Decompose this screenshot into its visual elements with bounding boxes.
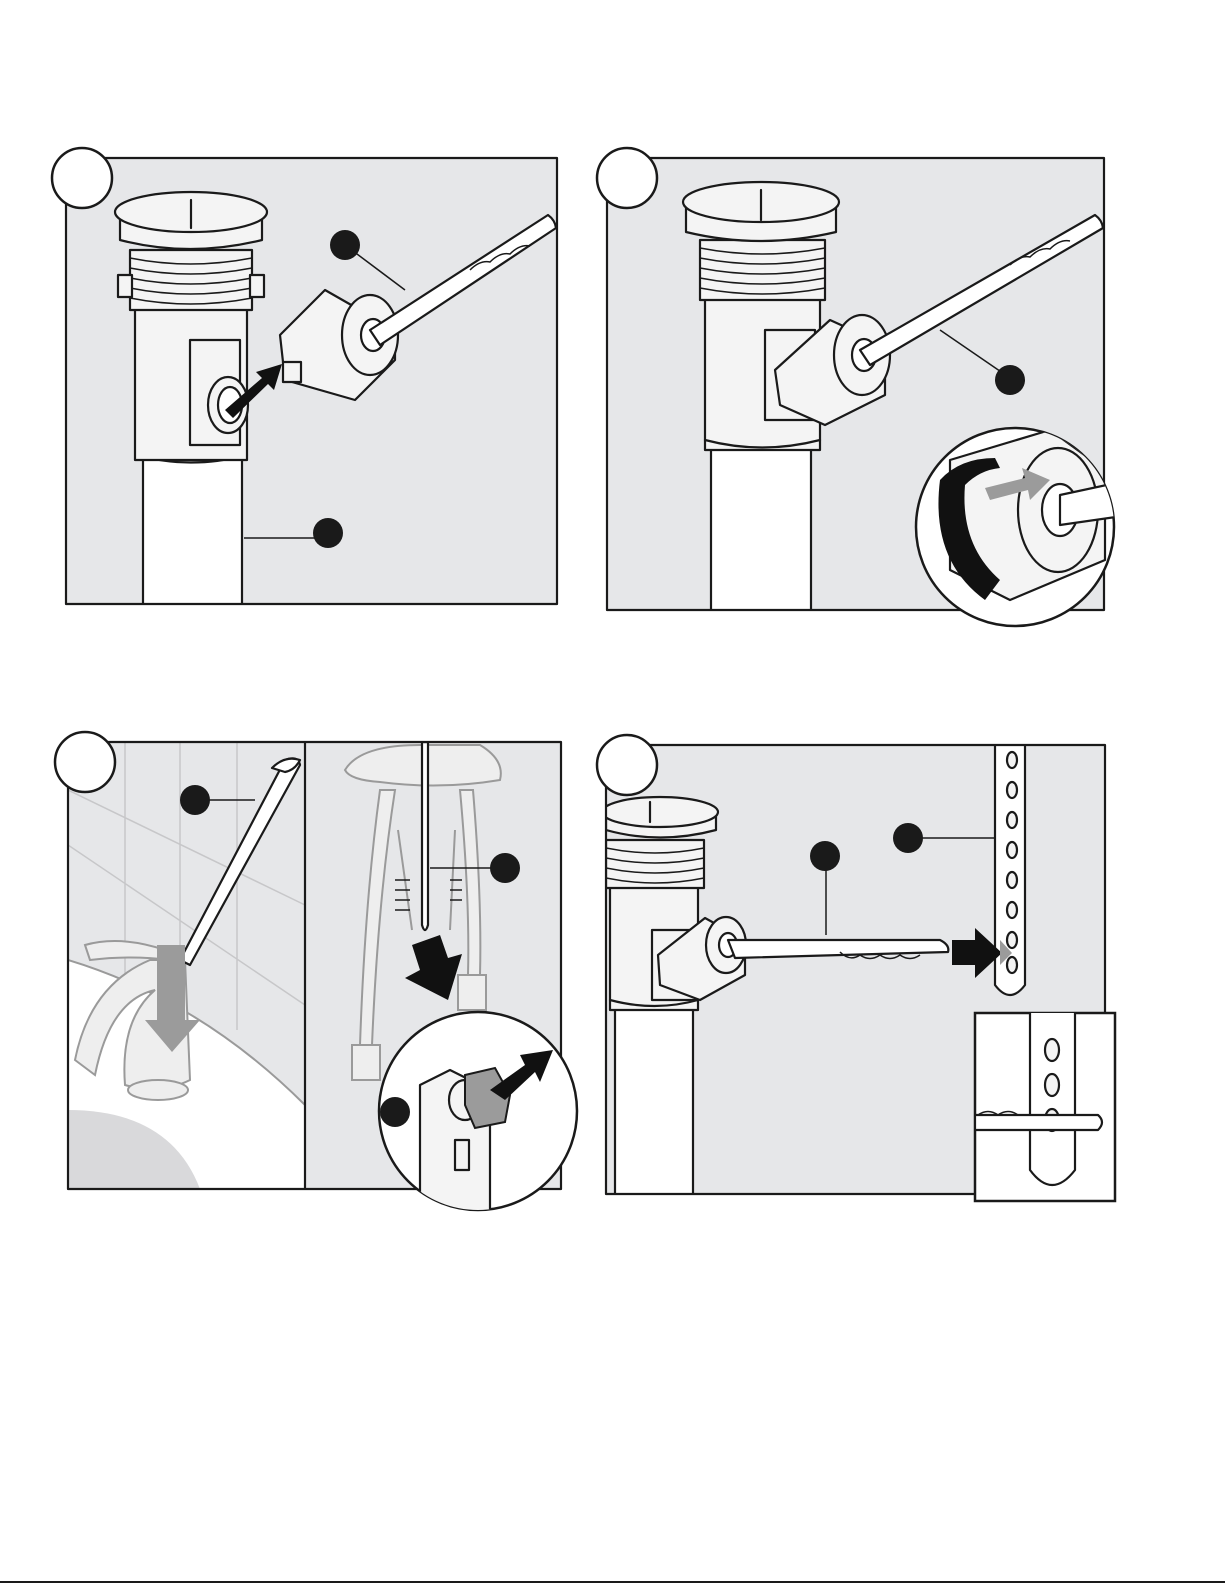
tailpiece-pipe — [143, 455, 242, 615]
tailpiece-pipe — [711, 440, 811, 620]
clevis-strap — [995, 742, 1025, 995]
drain-threads — [700, 240, 825, 300]
callout-tailpiece — [313, 518, 343, 548]
step-4-panel — [597, 735, 1115, 1201]
callout-clip — [380, 1097, 410, 1127]
drain-threads — [130, 250, 252, 310]
drain-threads — [606, 840, 704, 888]
step-3-panel — [55, 732, 577, 1230]
step-2-panel — [597, 148, 1130, 626]
lift-rod-under — [422, 742, 428, 930]
callout-clevis — [893, 823, 923, 853]
callout-rod — [995, 365, 1025, 395]
tailpiece-pipe — [615, 1000, 693, 1200]
step-2-number-badge — [597, 148, 657, 208]
drain-flange-nut — [602, 797, 718, 838]
drain-flange-nut — [683, 182, 839, 241]
callout-rod — [330, 230, 360, 260]
callout-lift-rod-under — [490, 853, 520, 883]
callout-lift-rod — [180, 785, 210, 815]
step-3-zoom-detail — [379, 1012, 577, 1230]
step-4-number-badge — [597, 735, 657, 795]
callout-rod — [810, 841, 840, 871]
step-1-number-badge — [52, 148, 112, 208]
step-1-panel — [52, 148, 557, 615]
step-4-zoom-inset — [975, 1010, 1115, 1201]
step-3-number-badge — [55, 732, 115, 792]
